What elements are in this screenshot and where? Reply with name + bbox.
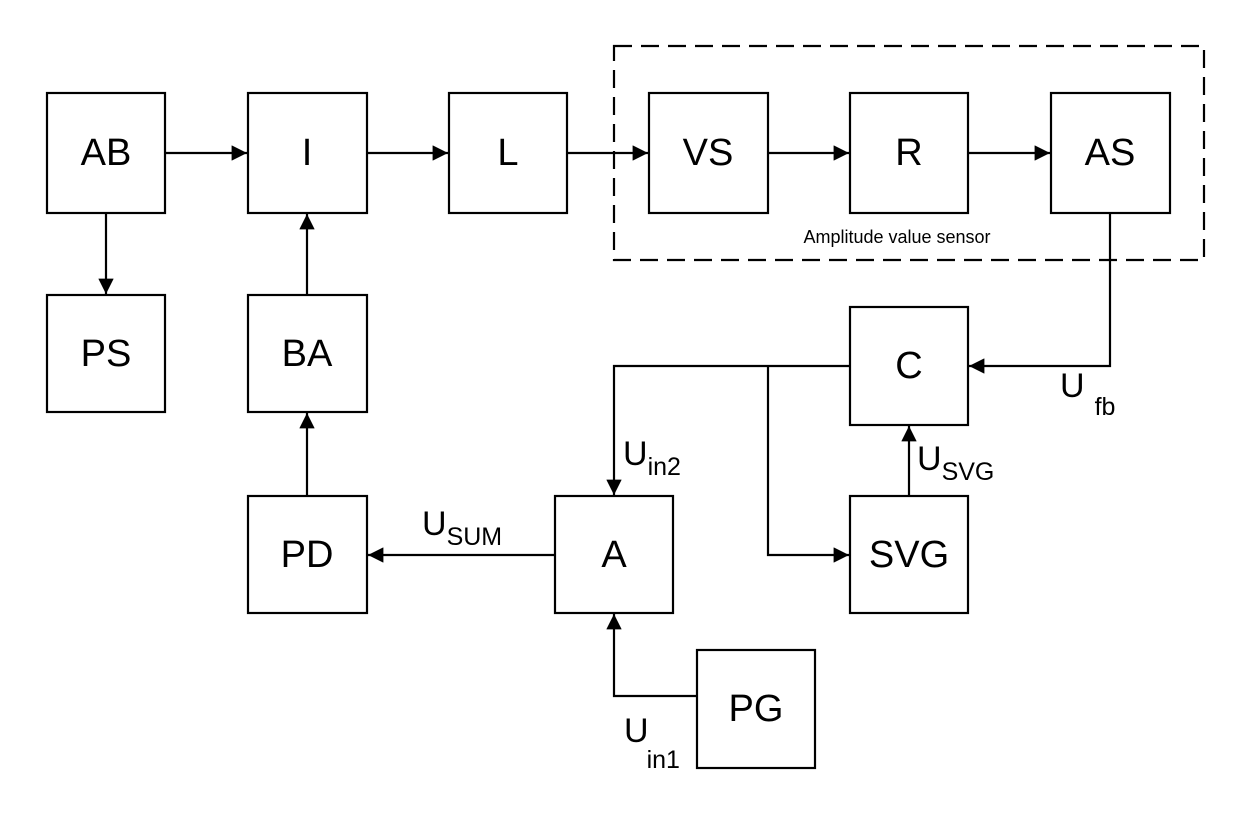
block-label: SVG <box>869 534 949 576</box>
block-label: R <box>895 132 922 174</box>
arrow-as-to-c <box>969 213 1112 374</box>
block-label: A <box>601 534 627 576</box>
block-label: AS <box>1085 132 1136 174</box>
arrow-c-to-a <box>606 364 850 495</box>
block-as: AS <box>1049 91 1172 215</box>
signal-u-in2: Uin2 <box>623 435 681 481</box>
block-i: I <box>246 91 369 215</box>
block-label: PD <box>281 534 334 576</box>
block-pd: PD <box>246 494 369 615</box>
signal-u-sum: USUM <box>422 505 502 551</box>
block-label: BA <box>282 333 333 375</box>
block-label: I <box>302 132 313 174</box>
block-c: C <box>848 305 970 427</box>
block-ps: PS <box>45 293 167 414</box>
block-l: L <box>447 91 569 215</box>
signal-u-svg: USVG <box>917 440 994 486</box>
group-caption: Amplitude value sensor <box>803 227 990 247</box>
arrow-c-to-svg <box>766 366 849 563</box>
block-label: L <box>497 132 518 174</box>
block-r: R <box>848 91 970 215</box>
block-label: PG <box>729 688 784 730</box>
block-ba: BA <box>246 293 369 414</box>
connectors <box>98 145 1112 698</box>
block-label: AB <box>81 132 132 174</box>
block-pg: PG <box>695 648 817 770</box>
block-svg: SVG <box>848 494 970 615</box>
block-label: PS <box>81 333 132 375</box>
block-a: A <box>553 494 675 615</box>
block-label: VS <box>683 132 734 174</box>
signal-u-fb: Ufb <box>1060 367 1115 421</box>
block-label: C <box>895 345 922 387</box>
block-vs: VS <box>647 91 770 215</box>
block-ab: AB <box>45 91 167 215</box>
arrow-pg-to-a <box>606 614 697 698</box>
